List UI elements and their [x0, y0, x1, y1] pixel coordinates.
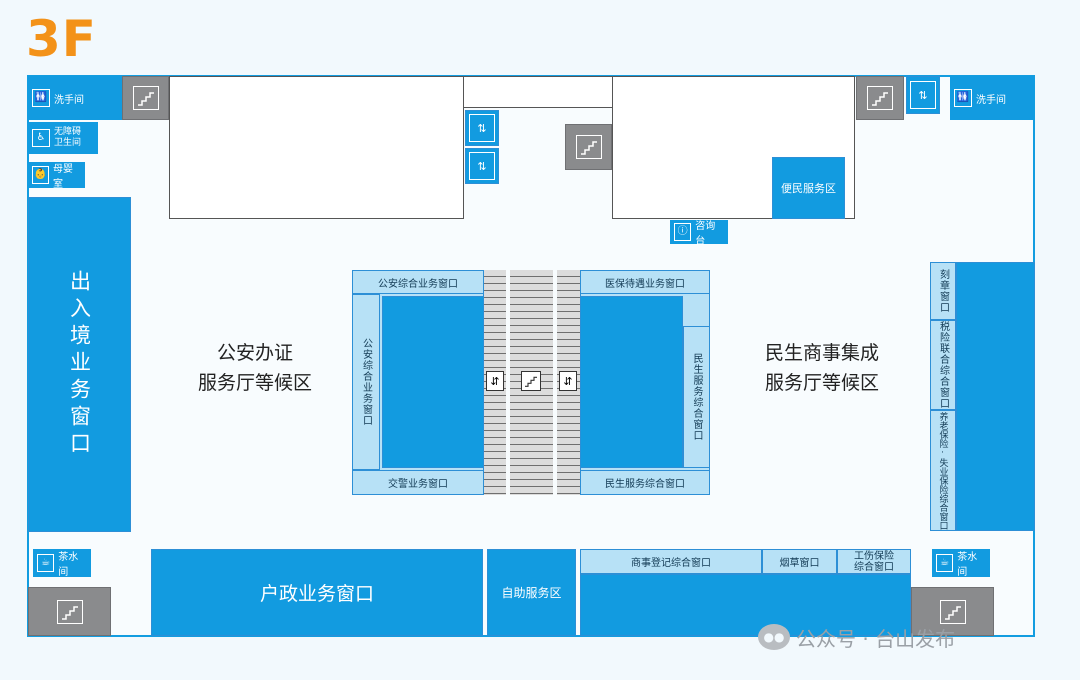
- work-injury-line1: 工伤保险: [854, 550, 894, 562]
- livelihood-waiting-line2: 服务厅等候区: [764, 372, 879, 394]
- stairs-icon: [575, 135, 602, 159]
- livelihood-back-office: [580, 296, 683, 468]
- tea-room-right-label: 茶水间: [957, 552, 978, 578]
- stairs-bottom-right[interactable]: [911, 587, 994, 636]
- traffic-police-window[interactable]: 交警业务窗口: [352, 470, 484, 495]
- tea-room-left-label: 茶水间: [58, 552, 79, 578]
- tobacco-window[interactable]: 烟草窗口: [762, 549, 837, 574]
- restroom-left-label: 洗手间: [54, 94, 84, 106]
- work-injury-window[interactable]: 工伤保险 综合窗口: [837, 549, 911, 574]
- restroom-icon: 🚻: [954, 89, 972, 107]
- police-waiting-area: 公安办证 服务厅等候区: [160, 338, 350, 398]
- tea-room-left[interactable]: ☕ 茶水间: [33, 549, 91, 578]
- escalator-icon[interactable]: ⇵: [486, 371, 504, 391]
- tax-social-security-window[interactable]: 税险联合综合窗口: [930, 320, 956, 410]
- police-general-window-side[interactable]: 公安综合业务窗口: [352, 294, 380, 470]
- cup-icon: ☕: [37, 554, 55, 572]
- elevator-icon: ⇅: [910, 81, 936, 109]
- stairs-top-left[interactable]: [122, 76, 169, 120]
- restroom-icon: 🚻: [32, 89, 50, 107]
- tea-room-right[interactable]: ☕ 茶水间: [932, 549, 990, 578]
- livelihood-window-side[interactable]: 民生服务综合窗口: [683, 326, 710, 468]
- elevator-1[interactable]: ⇅: [465, 110, 499, 146]
- restroom-right-label: 洗手间: [976, 94, 1006, 106]
- accessible-restroom[interactable]: ♿ 无障碍 卫生间: [28, 122, 98, 154]
- elevator-3[interactable]: ⇅: [906, 76, 940, 114]
- bottom-right-back-office: [580, 574, 911, 636]
- livelihood-window-bottom[interactable]: 民生服务综合窗口: [580, 470, 710, 495]
- accessible-restroom-line1: 无障碍: [54, 127, 82, 137]
- seal-engraving-window[interactable]: 刻章窗口: [930, 262, 956, 320]
- wheelchair-icon: ♿: [32, 129, 50, 147]
- nursing-room-label: 母婴室: [52, 164, 73, 190]
- right-back-office: [956, 262, 1035, 531]
- info-desk[interactable]: ⓘ 咨询台: [670, 220, 728, 247]
- room-top-mid: [463, 76, 613, 108]
- police-waiting-line1: 公安办证: [216, 342, 293, 364]
- watermark-text: 公众号 · 台山发布: [796, 626, 956, 651]
- watermark: ●● 公众号 · 台山发布: [758, 620, 1058, 654]
- stairs-icon: [132, 86, 159, 110]
- accessible-restroom-line2: 卫生间: [54, 138, 82, 148]
- nursing-room[interactable]: 👶 母婴室: [28, 162, 85, 190]
- wechat-icon: ●●: [758, 624, 790, 650]
- stairs-icon[interactable]: [521, 371, 541, 391]
- cup-icon: ☕: [936, 554, 954, 572]
- elevator-icon: ⇅: [469, 152, 495, 180]
- exit-entry-window[interactable]: 出入境业务窗口: [28, 197, 131, 532]
- work-injury-line2: 综合窗口: [854, 561, 894, 573]
- self-service-area[interactable]: 自助服务区: [487, 549, 576, 636]
- restroom-left[interactable]: 🚻 洗手间: [28, 76, 122, 120]
- info-desk-icon: ⓘ: [674, 223, 692, 241]
- pension-unemployment-window[interactable]: 养老保险·失业保险综合窗口: [930, 410, 956, 531]
- escalator-icon[interactable]: ⇵: [559, 371, 577, 391]
- stairs-icon: [939, 599, 966, 624]
- business-registration-window[interactable]: 商事登记综合窗口: [580, 549, 762, 574]
- room-top-left: [169, 76, 464, 219]
- info-desk-label: 咨询台: [695, 221, 716, 247]
- stairs-middle[interactable]: [565, 124, 612, 170]
- escalator-divider: [553, 270, 557, 495]
- livelihood-waiting-area: 民生商事集成 服务厅等候区: [722, 338, 922, 398]
- police-waiting-line2: 服务厅等候区: [197, 372, 312, 394]
- restroom-right[interactable]: 🚻 洗手间: [950, 76, 1034, 120]
- stairs-top-right[interactable]: [856, 76, 904, 120]
- stairs-icon: [56, 599, 83, 624]
- nursing-icon: 👶: [32, 166, 49, 184]
- stairs-bottom-left[interactable]: [28, 587, 111, 636]
- stairs-icon: [867, 86, 893, 110]
- elevator-icon: ⇅: [469, 114, 495, 142]
- escalator-divider: [506, 270, 510, 495]
- police-back-office: [382, 296, 484, 468]
- medical-insurance-window[interactable]: 医保待遇业务窗口: [580, 270, 710, 294]
- convenience-area[interactable]: 便民服务区: [772, 157, 845, 219]
- police-general-window-top[interactable]: 公安综合业务窗口: [352, 270, 484, 294]
- floor-label: 3F: [26, 10, 97, 68]
- household-window[interactable]: 户政业务窗口: [151, 549, 483, 636]
- livelihood-waiting-line1: 民生商事集成: [764, 342, 879, 364]
- elevator-2[interactable]: ⇅: [465, 148, 499, 184]
